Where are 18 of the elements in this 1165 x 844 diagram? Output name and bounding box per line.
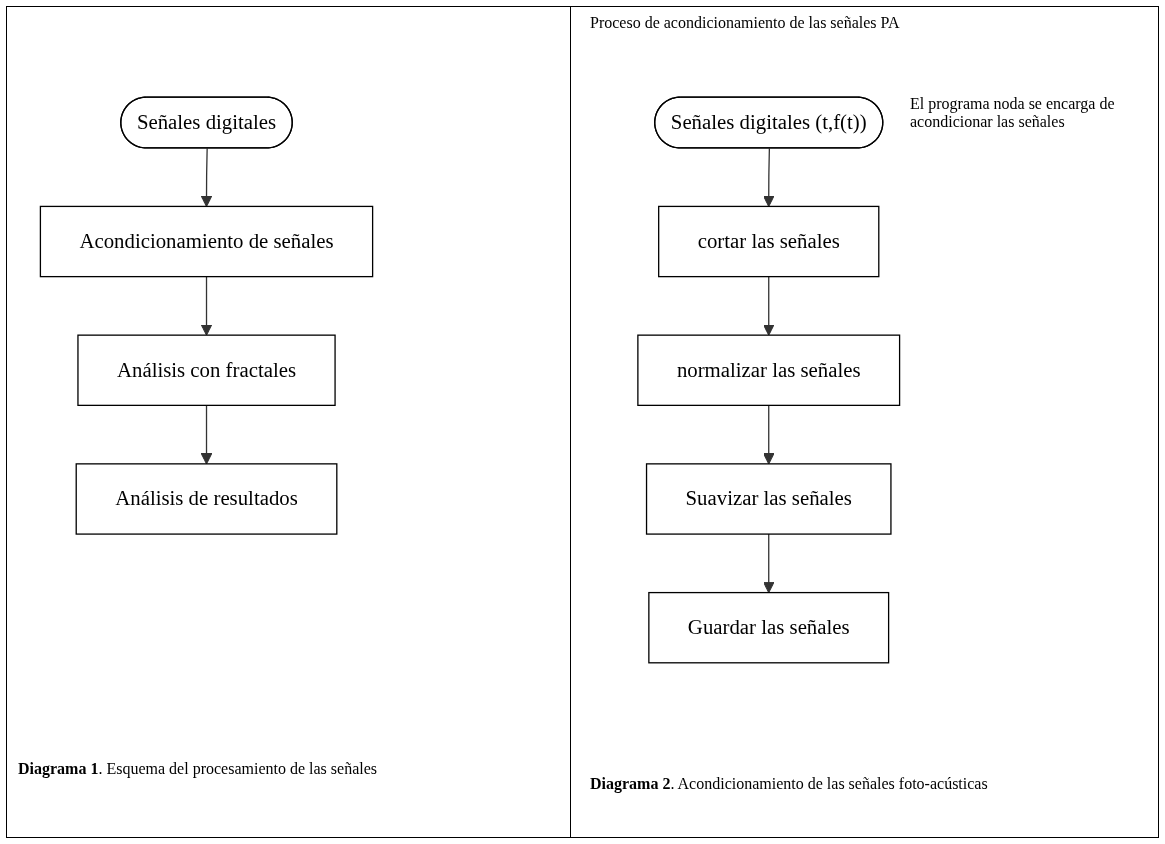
node-box: cortar las señales (658, 205, 880, 278)
arrow (763, 533, 775, 594)
arrow (200, 404, 213, 465)
node-box: Acondicionamiento de señales (39, 205, 374, 278)
arrow (763, 147, 775, 207)
node-box: Guardar las señales (648, 591, 890, 664)
node-box: Análisis con fractales (77, 334, 336, 406)
figure-caption: Diagrama 2. Acondicionamiento de las señales foto-acústicas (590, 775, 989, 793)
arrow (200, 276, 213, 336)
arrow (763, 276, 775, 336)
note-text: El programa noda se encarga de acondicionar las señales (910, 95, 1116, 131)
node-box: Análisis de resultados (75, 463, 338, 535)
note-text: Proceso de acondicionamiento de las señales PA (590, 14, 901, 32)
node-box: normalizar las señales (637, 334, 901, 406)
figure-caption: Diagrama 1. Esquema del procesamiento de las señales (18, 760, 378, 778)
node-box: Suavizar las señales (645, 463, 892, 535)
arrow (200, 147, 213, 207)
arrow (763, 404, 775, 465)
